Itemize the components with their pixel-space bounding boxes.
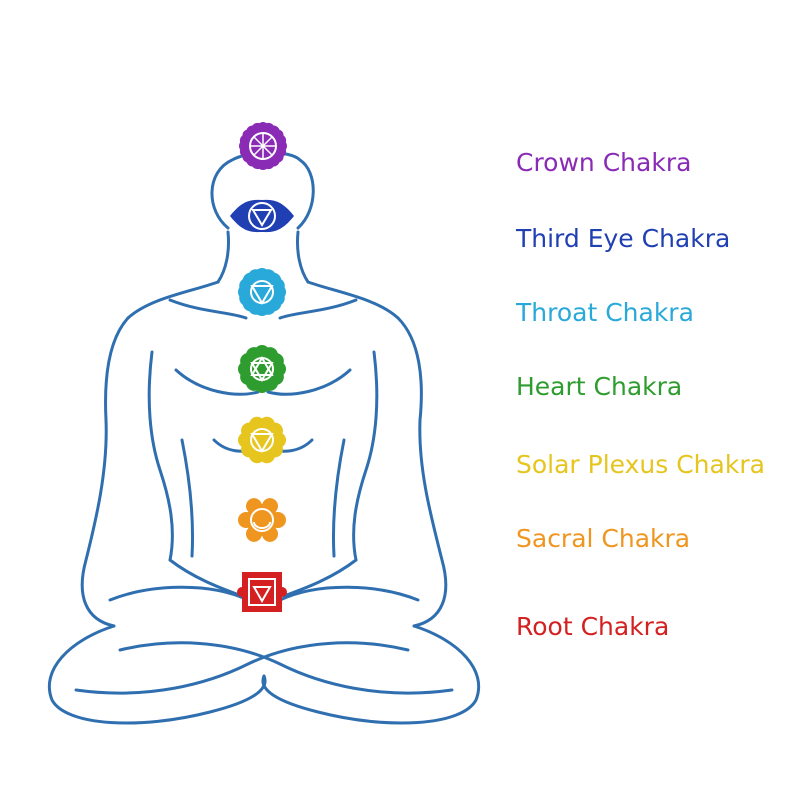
solar-plexus-chakra-label: Solar Plexus Chakra	[516, 450, 765, 479]
third-eye-chakra-symbol	[230, 199, 294, 233]
root-chakra-label: Root Chakra	[516, 612, 670, 641]
heart-chakra-symbol	[238, 345, 286, 393]
sacral-chakra-symbol	[238, 498, 286, 542]
third-eye-chakra-label: Third Eye Chakra	[516, 224, 731, 253]
sacral-chakra-label: Sacral Chakra	[516, 524, 691, 553]
solar-plexus-chakra-symbol	[238, 416, 286, 464]
throat-chakra-symbol	[238, 268, 286, 316]
crown-chakra-label: Crown Chakra	[516, 148, 692, 177]
heart-chakra-label: Heart Chakra	[516, 372, 683, 401]
crown-chakra-symbol	[239, 122, 287, 170]
root-chakra-symbol	[237, 572, 287, 612]
throat-chakra-label: Throat Chakra	[516, 298, 694, 327]
